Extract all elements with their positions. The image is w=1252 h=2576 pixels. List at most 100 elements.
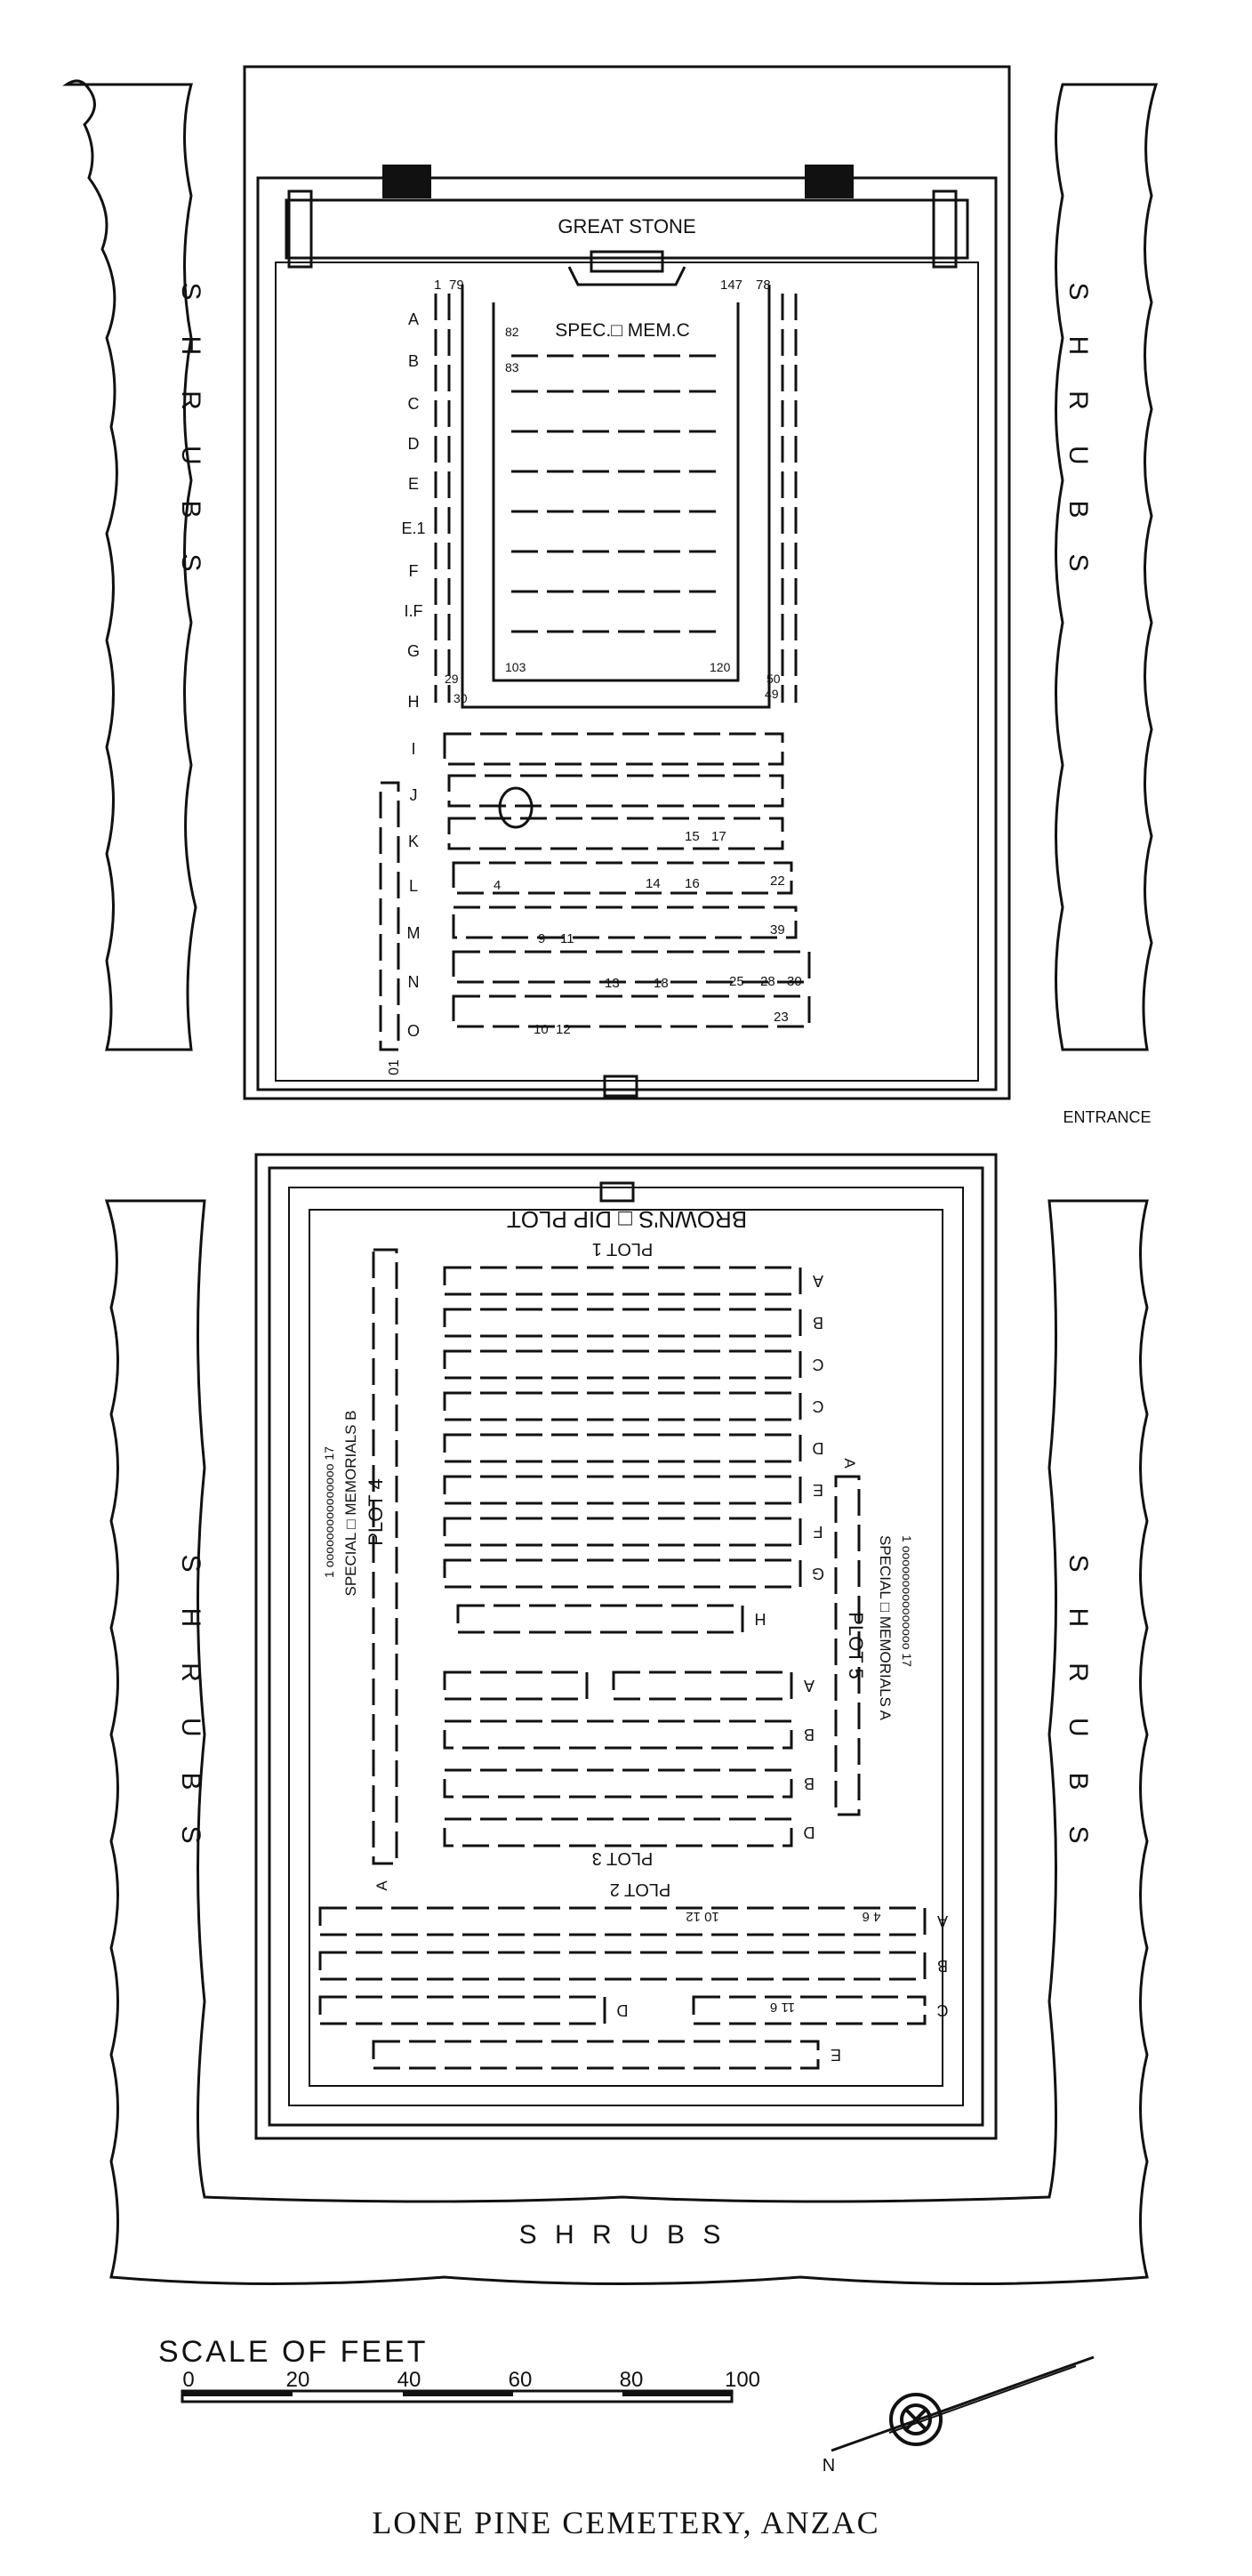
grave-number: 22 <box>770 873 785 889</box>
row-label: B <box>804 1726 815 1743</box>
north-arrow-icon: N <box>823 2355 1095 2475</box>
plot-3: PLOT 3 A B B D <box>443 1670 815 1868</box>
plot-5: PLOT 5 SPECIAL □ MEMORIALS A 1 ooooooooo… <box>834 1458 914 1816</box>
upper-left-hedge <box>62 79 197 1051</box>
plot-1: PLOT 1 A B C C D E F G H <box>443 1239 824 1634</box>
row-label: C <box>813 1397 824 1415</box>
row-label: E <box>831 2046 841 2064</box>
grave-number: 9 <box>538 931 545 946</box>
row-label: B <box>804 1775 815 1792</box>
shrubs-label-lower-left: SHRUBS <box>176 1554 205 1879</box>
grave-number: 83 <box>505 360 519 374</box>
grave-number: 18 <box>654 976 669 991</box>
lower-enclosure: BROWN'S □ DIP PLOT PLOT 1 A B C C D E F … <box>254 1153 998 2140</box>
scale-of-feet: SCALE OF FEET 0 20 40 60 80 100 <box>158 2335 760 2403</box>
grave-number: 49 <box>765 687 779 701</box>
scale-tick: 100 <box>725 2368 760 2392</box>
row-label: B <box>408 352 419 370</box>
row-label: G <box>812 1565 824 1582</box>
spec-mem-c-label: SPEC.□ MEM.C <box>555 320 690 341</box>
grave-number: 13 <box>605 976 620 991</box>
row-label: D <box>617 2001 629 2019</box>
row-numbers: 15 17 4 14 16 22 9 11 39 13 18 25 28 30 … <box>494 829 802 1037</box>
special-memorials-label: SPECIAL □ MEMORIALS B <box>342 1411 359 1597</box>
grave-number: 82 <box>505 325 519 339</box>
row-label: C <box>813 1356 824 1373</box>
shrubs-label-upper-left: SHRUBS <box>176 282 205 607</box>
grave-number: 11 6 <box>770 2000 795 2015</box>
scale-tick: 0 <box>182 2368 194 2392</box>
plot-2: PLOT 2 A B C D E 10 12 4 6 11 6 <box>318 1880 949 2070</box>
scale-title: SCALE OF FEET <box>158 2335 429 2369</box>
plot-label: PLOT 5 <box>845 1612 867 1678</box>
row-label: B <box>937 1957 948 1975</box>
special-memorials-label: SPECIAL □ MEMORIALS A <box>877 1535 894 1721</box>
grave-number: 29 <box>445 672 459 686</box>
upper-enclosure: GREAT STONE SPEC.□ MEM.C A B C D <box>243 65 1011 1100</box>
plot-label: PLOT 2 <box>610 1880 671 1899</box>
row-label: A <box>813 1272 823 1290</box>
row-label: D <box>408 435 420 453</box>
row-label: A <box>373 1880 390 1891</box>
row-label: A <box>804 1677 815 1695</box>
shrubs-label-lower-right: SHRUBS <box>1063 1554 1093 1879</box>
row-label: I.F <box>405 602 423 620</box>
shrubs-label-upper-right: SHRUBS <box>1063 282 1093 607</box>
scale-tick: 60 <box>509 2368 533 2392</box>
grave-number: 10 12 <box>686 1909 719 1924</box>
grave-number: 14 <box>646 876 661 891</box>
row-label: G <box>407 642 420 660</box>
grave-number: 23 <box>774 1010 789 1025</box>
row-label: H <box>408 693 420 711</box>
row-label: C <box>408 395 420 413</box>
grave-number: 78 <box>756 278 771 293</box>
gate-pillar-right <box>805 165 854 198</box>
plot-label: PLOT 1 <box>592 1239 654 1259</box>
memorial-range: 1 ooooooooooooooo 17 <box>900 1535 914 1667</box>
grave-number: 28 <box>760 974 775 989</box>
row-label: D <box>813 1439 824 1457</box>
row-label: J <box>410 786 418 804</box>
grave-number: 1 <box>434 278 441 293</box>
gate-pillar-left <box>382 165 431 198</box>
pine-tree-stump <box>498 786 534 829</box>
shrubs-label-bottom: S H R U B S <box>519 2220 726 2250</box>
row-label: B <box>813 1314 823 1332</box>
row-label: K <box>408 833 419 850</box>
grave-number: 15 <box>685 829 700 844</box>
row-label: A <box>408 310 419 328</box>
grave-number: 12 <box>556 1022 571 1037</box>
map-title: LONE PINE CEMETERY, ANZAC <box>372 2505 879 2540</box>
row-label: H <box>755 1610 766 1628</box>
upper-right-hedge <box>1055 83 1159 1051</box>
column-mark: 01 <box>387 1059 402 1075</box>
row-label: L <box>409 877 418 895</box>
grave-number: 30 <box>453 691 468 705</box>
grave-number: 4 <box>494 878 501 893</box>
scale-tick: 20 <box>286 2368 310 2392</box>
row-label: F <box>814 1523 823 1541</box>
lower-hedge <box>104 1199 1149 2285</box>
left-side-graves <box>434 294 451 703</box>
memorial-range: 1 ooooooooooooooo 17 <box>322 1446 336 1578</box>
scale-tick: 80 <box>620 2368 644 2392</box>
row-label: M <box>407 924 421 942</box>
left-row-letters: A B C D E E.1 F I.F G H I J K L M N O <box>401 310 425 1040</box>
row-label: E.1 <box>401 519 425 537</box>
center-grave-rows <box>511 354 720 633</box>
north-label: N <box>823 2456 835 2475</box>
plot-label: PLOT 3 <box>592 1848 654 1868</box>
plot-4: PLOT 4 SPECIAL □ MEMORIALS B 1 ooooooooo… <box>322 1248 398 1891</box>
entrance-label: ENTRANCE <box>1063 1108 1151 1126</box>
upper-entrance-gate <box>603 1075 638 1098</box>
row-label: I <box>411 740 415 758</box>
browns-dip-plot-label: BROWN'S □ DIP PLOT <box>507 1206 747 1233</box>
grave-number: 39 <box>770 922 785 938</box>
scale-tick: 40 <box>397 2368 421 2392</box>
row-label: O <box>407 1022 420 1040</box>
row-label: D <box>804 1823 815 1841</box>
grave-number: 4 6 <box>863 1909 881 1924</box>
grave-number: 25 <box>729 974 744 989</box>
plot-label: PLOT 4 <box>365 1478 387 1545</box>
great-stone-label: GREAT STONE <box>558 215 695 237</box>
